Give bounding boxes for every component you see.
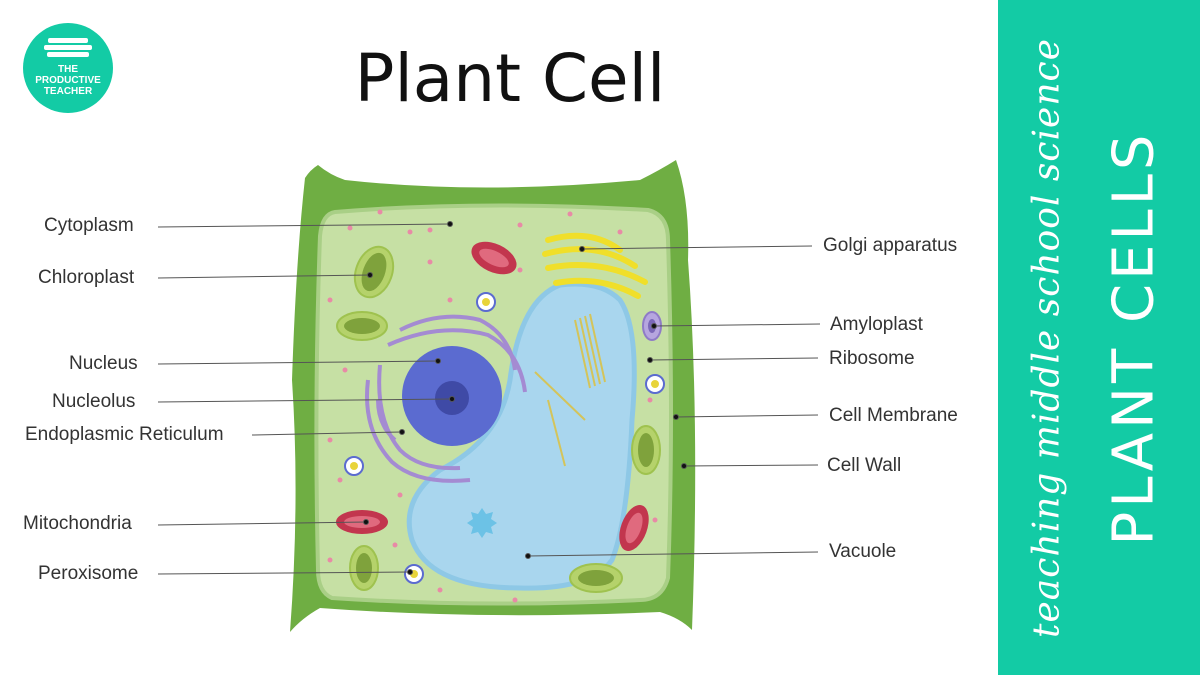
chloroplast — [353, 245, 395, 299]
label-mitochondria: Mitochondria — [23, 513, 132, 534]
peroxisome — [344, 456, 364, 476]
label-nucleus: Nucleus — [69, 353, 138, 374]
peroxisome — [404, 564, 424, 584]
label-ribosome: Ribosome — [829, 348, 915, 369]
productive-teacher-logo: THE PRODUCTIVE TEACHER — [23, 23, 113, 113]
chloroplast — [336, 311, 388, 341]
label-golgi-apparatus: Golgi apparatus — [823, 235, 958, 256]
label-amyloplast: Amyloplast — [830, 314, 923, 335]
logo-line-1: THE — [58, 64, 78, 75]
chloroplast — [569, 563, 623, 593]
label-cytoplasm: Cytoplasm — [44, 215, 134, 236]
label-peroxisome: Peroxisome — [38, 563, 139, 584]
label-cell-membrane: Cell Membrane — [829, 405, 958, 426]
logo-line-2: PRODUCTIVE — [35, 75, 101, 86]
endoplasmic-reticulum — [365, 314, 527, 483]
page-title: Plant Cell — [354, 40, 666, 117]
chloroplast — [631, 425, 661, 475]
sidebar-tagline: teaching middle school science — [1026, 37, 1068, 638]
sidebar-banner: teaching middle school science PLANT CEL… — [998, 0, 1200, 675]
label-cell-wall: Cell Wall — [827, 455, 902, 476]
label-chloroplast: Chloroplast — [38, 267, 135, 288]
golgi-apparatus — [542, 232, 648, 299]
vacuole-star — [467, 508, 497, 538]
chloroplast — [349, 545, 379, 591]
leader-lines — [157, 221, 821, 575]
logo-line-3: TEACHER — [44, 86, 93, 97]
plant-cell-diagram — [157, 160, 821, 632]
label-nucleolus: Nucleolus — [52, 391, 136, 412]
peroxisome — [645, 374, 665, 394]
mitochondrion — [471, 241, 517, 275]
vacuole-crystals — [534, 313, 606, 467]
mitochondrion — [619, 505, 649, 551]
sidebar-heading: PLANT CELLS — [1101, 130, 1167, 545]
vacuole — [406, 281, 637, 591]
label-endoplasmic-reticulum: Endoplasmic Reticulum — [25, 424, 224, 445]
label-vacuole: Vacuole — [829, 541, 897, 562]
peroxisome — [476, 292, 496, 312]
